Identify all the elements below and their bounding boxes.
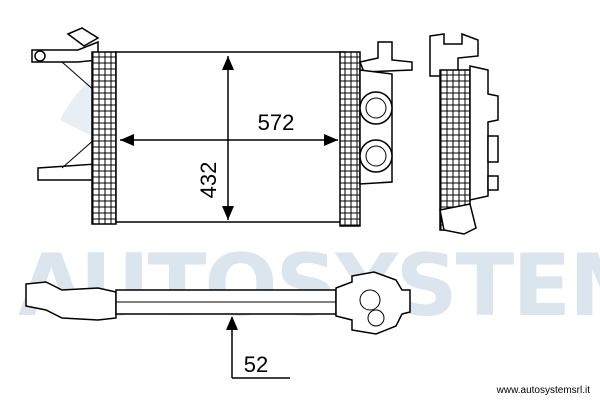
front-view: 572 432 — [31, 27, 413, 227]
outlet-pipe — [359, 139, 393, 173]
side-view — [429, 32, 499, 235]
website-url: www.autosystemsrl.it — [496, 385, 591, 396]
width-dimension: 572 — [120, 108, 338, 146]
inlet-pipe — [359, 91, 393, 125]
height-label: 432 — [196, 162, 221, 199]
depth-label: 52 — [244, 352, 268, 377]
left-tank — [91, 51, 117, 225]
width-label: 572 — [258, 110, 295, 135]
radiator-core — [115, 51, 345, 223]
height-dimension: 432 — [196, 56, 234, 220]
depth-dimension: 52 — [226, 316, 290, 379]
right-tank — [339, 51, 361, 227]
watermark-text: AUTOSYSTEM — [18, 236, 600, 336]
top-view: 52 — [25, 271, 411, 379]
